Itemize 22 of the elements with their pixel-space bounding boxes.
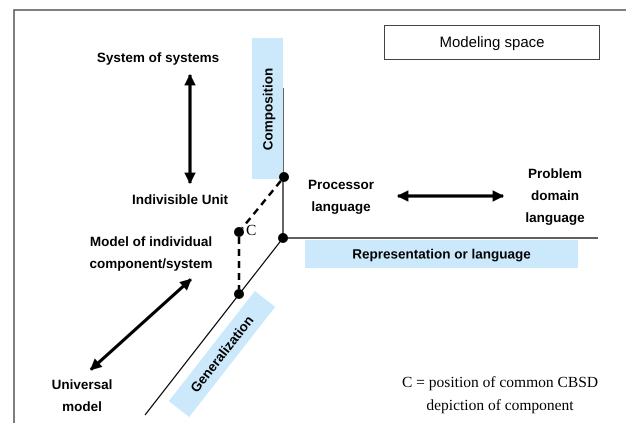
point-marker — [279, 172, 289, 182]
axis-value-label: Universal model — [50, 376, 114, 416]
axis-value-label: System of systems — [96, 49, 220, 67]
axis-label: Representation or language — [352, 246, 531, 262]
note-text: C = position of common CBSD depiction of component — [400, 373, 600, 416]
axis-value-label: Processor language — [306, 176, 376, 216]
double-arrow — [396, 190, 504, 202]
double-arrow — [184, 74, 196, 184]
axis-label: Composition — [260, 67, 275, 150]
dashed-connector — [241, 180, 282, 229]
title-box: Modeling space — [384, 25, 600, 60]
axis-value-label: Model of individual component/system — [88, 233, 214, 273]
point-marker — [234, 227, 244, 237]
point-marker — [234, 289, 244, 299]
dashed-connector — [238, 237, 240, 289]
axis-value-label: Indivisible Unit — [132, 191, 228, 209]
axis-label-band — [252, 38, 283, 179]
axis-label-band — [305, 240, 578, 268]
point-label: C — [246, 221, 256, 241]
point-marker — [278, 233, 288, 243]
axis-value-label: Problem domain language — [524, 165, 586, 227]
double-arrow — [90, 278, 192, 371]
